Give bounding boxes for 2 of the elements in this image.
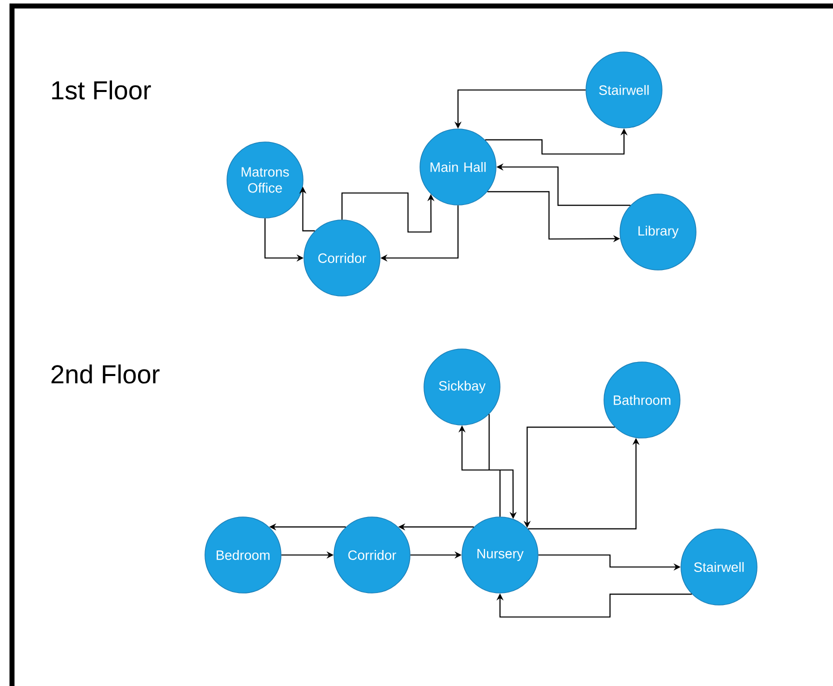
floor-heading: 2nd Floor: [52, 364, 160, 384]
floor-heading: 1st Floor: [52, 80, 151, 100]
